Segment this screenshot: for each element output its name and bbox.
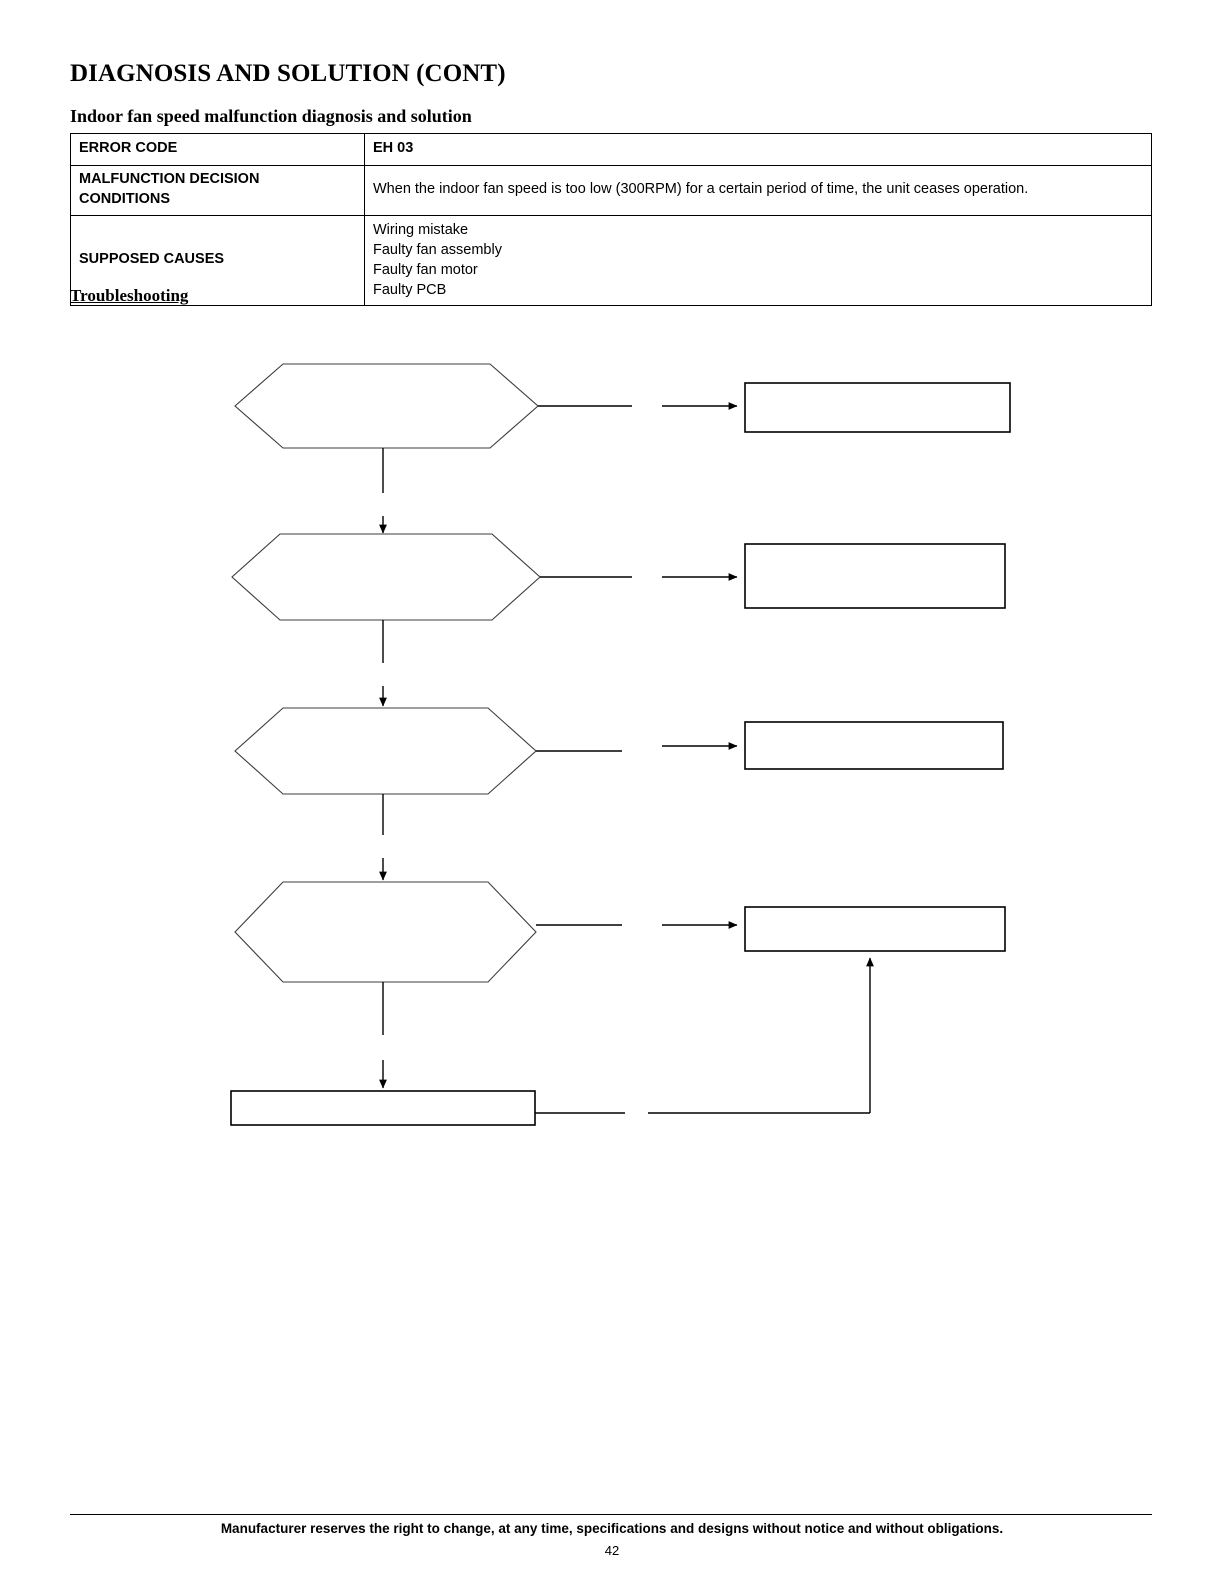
table-cell-label-supposed-causes: SUPPOSED CAUSES bbox=[70, 215, 365, 306]
action-node-3 bbox=[744, 721, 1004, 770]
error-spec-table: ERROR CODE EH 03 MALFUNCTION DECISION CO… bbox=[70, 133, 1152, 306]
label-line-1: MALFUNCTION DECISION bbox=[79, 171, 260, 188]
table-row: MALFUNCTION DECISION CONDITIONS When the… bbox=[70, 165, 1152, 216]
causes-list: Wiring mistake Faulty fan assembly Fault… bbox=[373, 220, 1143, 300]
action-node-4 bbox=[744, 906, 1006, 952]
list-item: Faulty PCB bbox=[373, 282, 447, 298]
footer-divider bbox=[70, 1514, 1152, 1515]
decision-node-2 bbox=[231, 533, 541, 621]
page-number: 42 bbox=[604, 1543, 620, 1558]
table-row: ERROR CODE EH 03 bbox=[70, 133, 1152, 166]
list-item: Faulty fan assembly bbox=[373, 242, 502, 258]
label-line-2: CONDITIONS bbox=[79, 191, 171, 207]
table-cell-label-conditions: MALFUNCTION DECISION CONDITIONS bbox=[70, 165, 365, 216]
troubleshooting-heading: Troubleshooting bbox=[70, 286, 189, 305]
decision-node-4 bbox=[234, 881, 537, 983]
table-cell-value-supposed-causes: Wiring mistake Faulty fan assembly Fault… bbox=[364, 215, 1152, 306]
page-title: DIAGNOSIS AND SOLUTION (CONT) bbox=[70, 60, 506, 87]
action-node-end bbox=[230, 1090, 536, 1126]
table-cell-value-conditions: When the indoor fan speed is too low (30… bbox=[364, 165, 1152, 216]
section-title: Indoor fan speed malfunction diagnosis a… bbox=[70, 106, 472, 126]
table-cell-label-error-code: ERROR CODE bbox=[70, 133, 365, 166]
list-item: Wiring mistake bbox=[373, 222, 469, 238]
table-cell-value-error-code: EH 03 bbox=[364, 133, 1152, 166]
table-row: SUPPOSED CAUSES Wiring mistake Faulty fa… bbox=[70, 215, 1152, 306]
action-node-1 bbox=[744, 382, 1011, 433]
list-item: Faulty fan motor bbox=[373, 262, 478, 278]
footer-notice: Manufacturer reserves the right to chang… bbox=[220, 1521, 1004, 1536]
decision-node-1 bbox=[234, 363, 539, 449]
action-node-2 bbox=[744, 543, 1006, 609]
troubleshooting-flowchart bbox=[0, 330, 1224, 1160]
decision-node-3 bbox=[234, 707, 537, 795]
